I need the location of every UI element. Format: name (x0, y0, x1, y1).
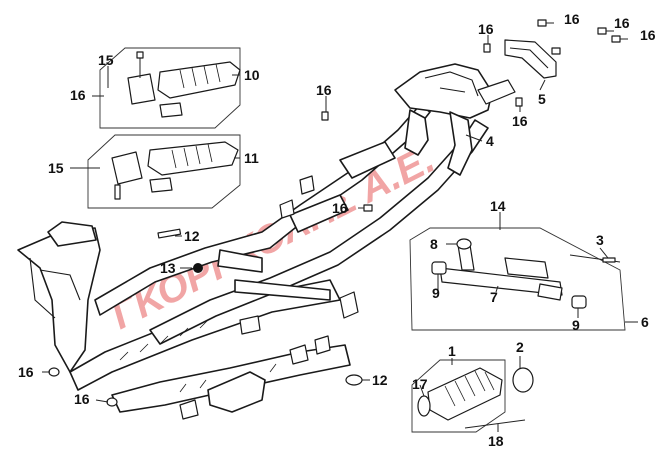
bolts-16 (48, 19, 628, 407)
leader-lines (42, 35, 638, 432)
callout-17: 17 (412, 376, 428, 392)
callout-3: 3 (596, 232, 604, 248)
callout-6: 6 (641, 314, 649, 330)
callout-16-footrest: 16 (70, 87, 86, 103)
bolt-12-upper (157, 228, 182, 239)
callout-16-mid-frame: 16 (332, 200, 348, 216)
callout-11: 11 (244, 150, 259, 166)
callout-5: 5 (538, 91, 546, 107)
nut-13 (193, 263, 203, 273)
callout-16-rear: 16 (512, 113, 528, 129)
callout-labels: 1 2 3 4 5 6 7 8 9 9 10 11 12 12 13 14 15… (18, 11, 656, 449)
callout-8: 8 (430, 236, 438, 252)
callout-4: 4 (486, 133, 494, 149)
callout-18: 18 (488, 433, 504, 449)
washer-12-lower (345, 374, 363, 386)
callout-16-top-a: 16 (478, 21, 494, 37)
callout-16-top-b: 16 (564, 11, 580, 27)
callout-7: 7 (490, 289, 498, 305)
footrest-group-10 (99, 47, 241, 129)
air-intake-group (411, 359, 534, 433)
callout-9-right: 9 (572, 317, 580, 333)
callout-10: 10 (244, 67, 260, 83)
footrest-group-11 (87, 134, 241, 209)
callout-13: 13 (160, 260, 176, 276)
callout-16-top-d: 16 (640, 27, 656, 43)
main-frame (17, 63, 493, 420)
callout-2: 2 (516, 339, 524, 355)
rear-bracket (477, 39, 557, 105)
callout-9-left: 9 (432, 285, 440, 301)
callout-1: 1 (448, 343, 456, 359)
center-stand-group (409, 227, 626, 331)
callout-12-upper: 12 (184, 228, 200, 244)
callout-15-lower: 15 (48, 160, 64, 176)
callout-15-upper: 15 (98, 52, 114, 68)
callout-16-top-c: 16 (614, 15, 630, 31)
callout-12-lower: 12 (372, 372, 388, 388)
callout-16-upper-frame: 16 (316, 82, 332, 98)
callout-16-front-lower: 16 (74, 391, 90, 407)
callout-14: 14 (490, 198, 506, 214)
callout-16-front-left: 16 (18, 364, 34, 380)
